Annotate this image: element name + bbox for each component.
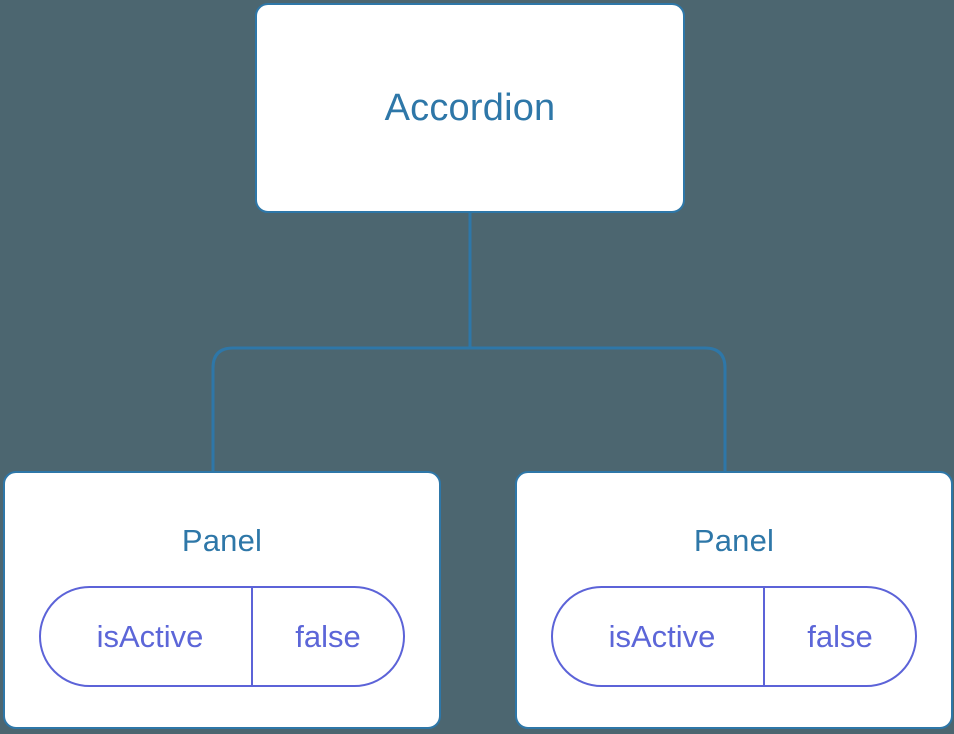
node-panel-1-state-value: false [807, 618, 873, 654]
node-panel-0-state-key: isActive [41, 588, 253, 685]
node-panel-0-state-pill[interactable]: isActive false [39, 586, 405, 687]
connector-bus-to-panel-0 [211, 346, 470, 473]
node-accordion-title: Accordion [384, 87, 556, 129]
node-panel-1-title: Panel [693, 523, 775, 558]
connector-bus-to-panel-1 [470, 346, 727, 473]
node-accordion[interactable]: Accordion [255, 3, 685, 213]
node-panel-0[interactable]: Panel isActive false [3, 471, 441, 729]
node-panel-0-state-value: false [295, 618, 361, 654]
node-panel-1[interactable]: Panel isActive false [515, 471, 953, 729]
node-panel-0-title: Panel [181, 523, 263, 558]
node-panel-1-state-key: isActive [553, 588, 765, 685]
node-panel-1-state-pill[interactable]: isActive false [551, 586, 917, 687]
